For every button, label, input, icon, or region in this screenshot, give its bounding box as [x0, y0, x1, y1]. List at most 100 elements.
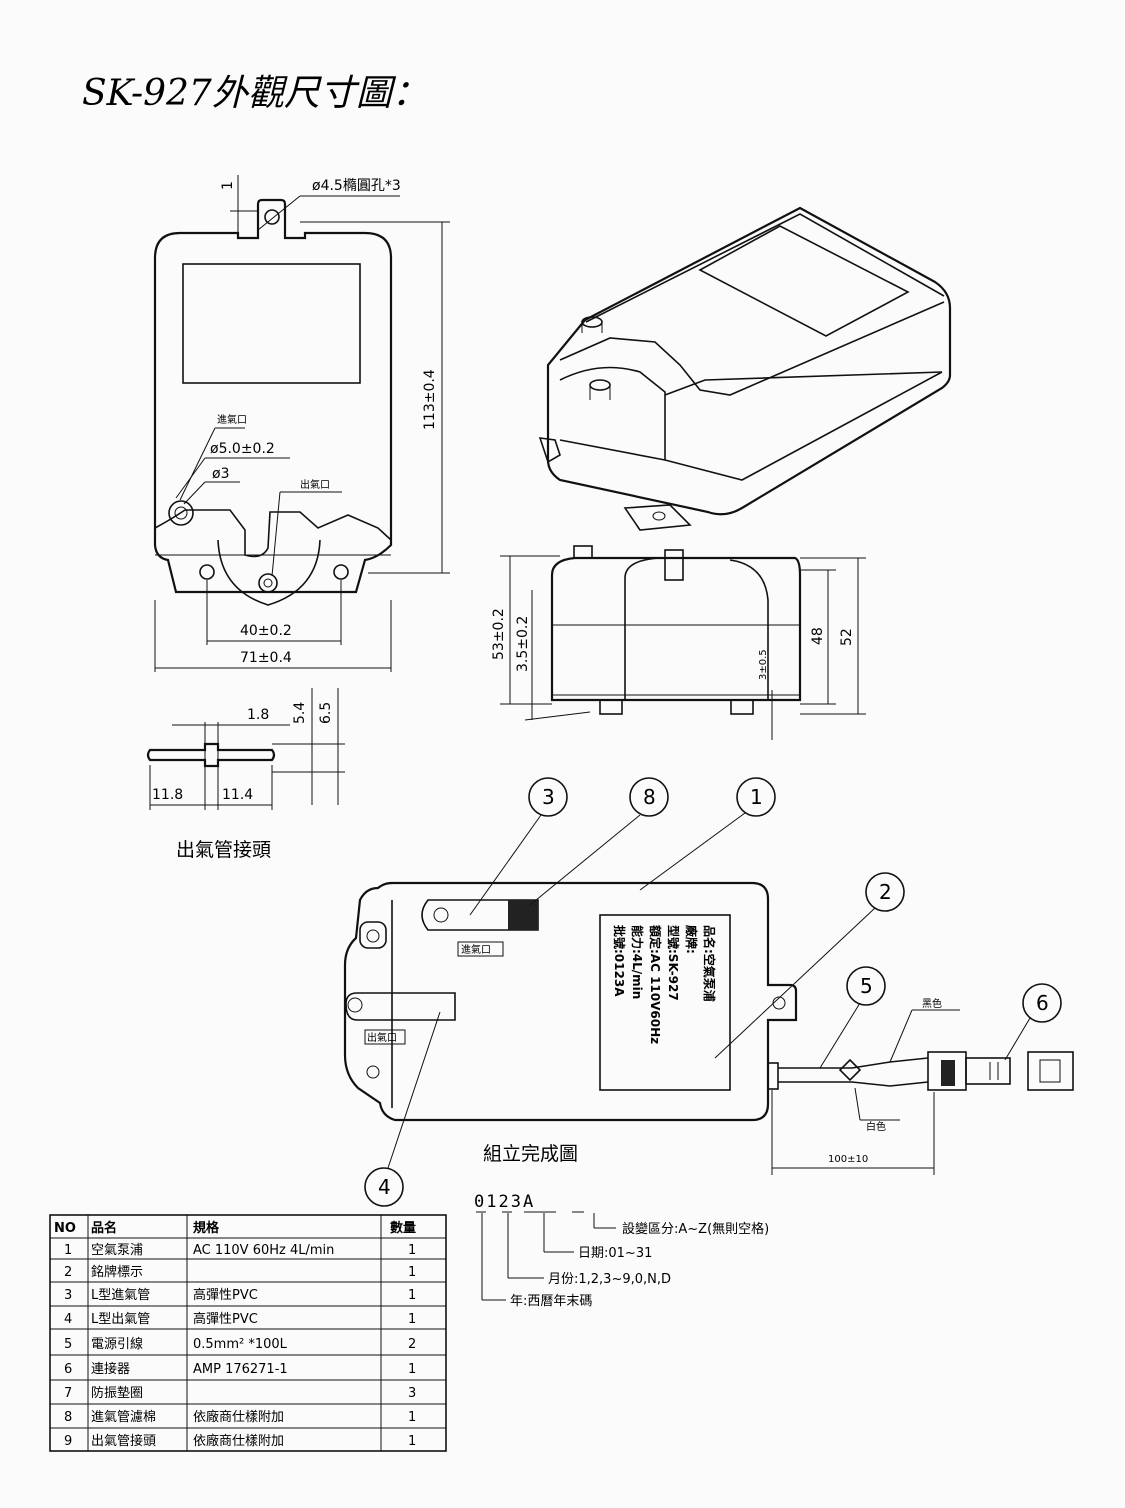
table-row: 4 L型出氣管 高彈性PVC 1 [64, 1311, 416, 1327]
side-height-outer-label: 52 [839, 628, 855, 646]
isometric-view [538, 206, 952, 531]
row-qty: 3 [408, 1386, 416, 1401]
row-qty: 1 [408, 1434, 416, 1449]
connector-caption: 出氣管接頭 [176, 839, 271, 861]
nameplate-text: 品名:空氣泵浦 廠牌: 型號:SK-927 額定:AC 110V60Hz 能力:… [612, 924, 717, 1044]
front-view [153, 198, 393, 606]
row-spec: 依廠商仕樣附加 [193, 1433, 284, 1449]
side-step-label: 3.5±0.2 [515, 616, 531, 672]
row-name: 銘牌標示 [91, 1264, 143, 1280]
row-name: 連接器 [91, 1361, 130, 1377]
legend-month: 月份:1,2,3~9,0,N,D [548, 1272, 671, 1287]
front-height-label: 113±0.4 [422, 369, 438, 430]
legend-day: 日期:01~31 [578, 1246, 652, 1261]
assembly-view: 進氣口 出氣口 品名:空氣泵浦 廠牌: 型號:SK-927 額定:AC 110V… [343, 881, 1074, 1175]
assembly-caption: 組立完成圖 [483, 1143, 578, 1165]
table-row: 5 電源引線 0.5mm² *100L 2 [64, 1336, 416, 1352]
row-name: 出氣管接頭 [91, 1433, 156, 1449]
balloon-8: 8 [643, 785, 656, 809]
mount-hole-label: ø4.5橢圓孔*3 [312, 178, 401, 194]
col-header-spec: 規格 [193, 1220, 220, 1236]
top-offset-label: 1 [220, 181, 236, 190]
row-qty: 1 [408, 1265, 416, 1280]
table-row: 3 L型進氣管 高彈性PVC 1 [64, 1287, 416, 1303]
nameplate-line: 能力:4L/min [630, 925, 645, 999]
row-spec: 0.5mm² *100L [193, 1337, 288, 1352]
row-no: 3 [64, 1288, 72, 1303]
balloon-callouts: 3 8 1 2 5 6 4 [364, 777, 1062, 1207]
row-no: 9 [64, 1434, 72, 1449]
lot-code-digits: 0123A [474, 1192, 535, 1212]
front-width-label: 71±0.4 [240, 650, 292, 666]
connector-left-len-label: 11.8 [152, 787, 183, 803]
side-view [550, 545, 802, 715]
row-spec: 高彈性PVC [193, 1287, 258, 1303]
assembly-inlet-tag: 進氣口 [461, 943, 491, 956]
assembly-outlet-tag: 出氣口 [367, 1031, 397, 1044]
wire-white-label: 白色 [866, 1120, 886, 1133]
side-foot-label: 3±0.5 [758, 649, 769, 680]
balloon-1: 1 [750, 785, 763, 809]
balloon-6: 6 [1036, 991, 1049, 1015]
row-no: 1 [64, 1243, 72, 1258]
table-row: 9 出氣管接頭 依廠商仕樣附加 1 [64, 1433, 416, 1449]
row-name: 進氣管濾棉 [91, 1410, 156, 1425]
connector-dim-b-label: 5.4 [292, 702, 308, 724]
nameplate-line: 批號:0123A [612, 925, 627, 997]
col-header-no: NO [54, 1221, 76, 1236]
connector-right-len-label: 11.4 [222, 787, 253, 803]
inlet-outer-dia-label: ø5.0±0.2 [210, 441, 275, 457]
side-height-inner-label: 48 [810, 627, 826, 645]
row-qty: 2 [408, 1337, 416, 1352]
connector-dim-c-label: 6.5 [318, 702, 334, 724]
row-no: 8 [64, 1410, 72, 1425]
row-name: L型進氣管 [91, 1288, 150, 1303]
side-view-dimensions: 53±0.2 3.5±0.2 48 52 3±0.5 [491, 555, 866, 740]
cable-length-label: 100±10 [828, 1154, 868, 1165]
row-no: 5 [64, 1337, 72, 1352]
row-qty: 1 [408, 1312, 416, 1327]
front-view-dimensions: 1 ø4.5橢圓孔*3 113±0.4 40±0.2 71±0.4 進氣口 ø5… [154, 175, 450, 672]
row-name: 空氣泵浦 [91, 1243, 143, 1258]
table-row: 2 銘牌標示 1 [64, 1264, 416, 1280]
row-qty: 1 [408, 1362, 416, 1377]
row-qty: 1 [408, 1288, 416, 1303]
page-title: SK-927外觀尺寸圖： [82, 73, 428, 114]
row-no: 6 [64, 1362, 72, 1377]
row-name: 電源引線 [91, 1336, 143, 1352]
row-no: 4 [64, 1312, 72, 1327]
legend-year: 年:西曆年末碼 [510, 1294, 592, 1309]
balloon-3: 3 [542, 785, 555, 809]
table-row: 8 進氣管濾棉 依廠商仕樣附加 1 [64, 1409, 416, 1425]
row-no: 7 [64, 1386, 72, 1401]
hole-spacing-label: 40±0.2 [240, 623, 292, 639]
row-name: L型出氣管 [91, 1312, 150, 1327]
row-spec: AMP 176271-1 [193, 1362, 288, 1377]
legend-revision: 設變區分:A~Z(無則空格) [622, 1221, 769, 1237]
row-spec: AC 110V 60Hz 4L/min [193, 1243, 334, 1258]
nameplate-line: 廠牌: [684, 925, 699, 954]
row-no: 2 [64, 1265, 72, 1280]
row-name: 防振墊圈 [91, 1385, 143, 1401]
row-qty: 1 [408, 1243, 416, 1258]
col-header-name: 品名 [91, 1220, 117, 1236]
row-qty: 1 [408, 1410, 416, 1425]
nameplate-line: 品名:空氣泵浦 [702, 925, 717, 1002]
balloon-4: 4 [378, 1175, 391, 1199]
side-height-left-label: 53±0.2 [491, 608, 507, 660]
table-row: 7 防振墊圈 3 [64, 1385, 416, 1401]
wire-black-label: 黑色 [922, 997, 942, 1010]
inlet-inner-dia-label: ø3 [212, 466, 229, 482]
table-row: 6 連接器 AMP 176271-1 1 [64, 1361, 416, 1377]
row-spec: 高彈性PVC [193, 1311, 258, 1327]
lot-code-legend: 0123A 設變區分:A~Z(無則空格) 日期:01~31 月份:1,2,3~9… [474, 1192, 769, 1309]
inlet-label: 進氣口 [217, 413, 247, 426]
outlet-connector-detail: 1.8 11.8 11.4 5.4 6.5 出氣管接頭 [146, 688, 345, 861]
col-header-qty: 數量 [390, 1220, 416, 1236]
nameplate-line: 額定:AC 110V60Hz [648, 924, 663, 1044]
row-spec: 依廠商仕樣附加 [193, 1409, 284, 1425]
balloon-5: 5 [860, 974, 873, 998]
nameplate-line: 型號:SK-927 [666, 925, 681, 1001]
outlet-label: 出氣口 [300, 478, 330, 491]
